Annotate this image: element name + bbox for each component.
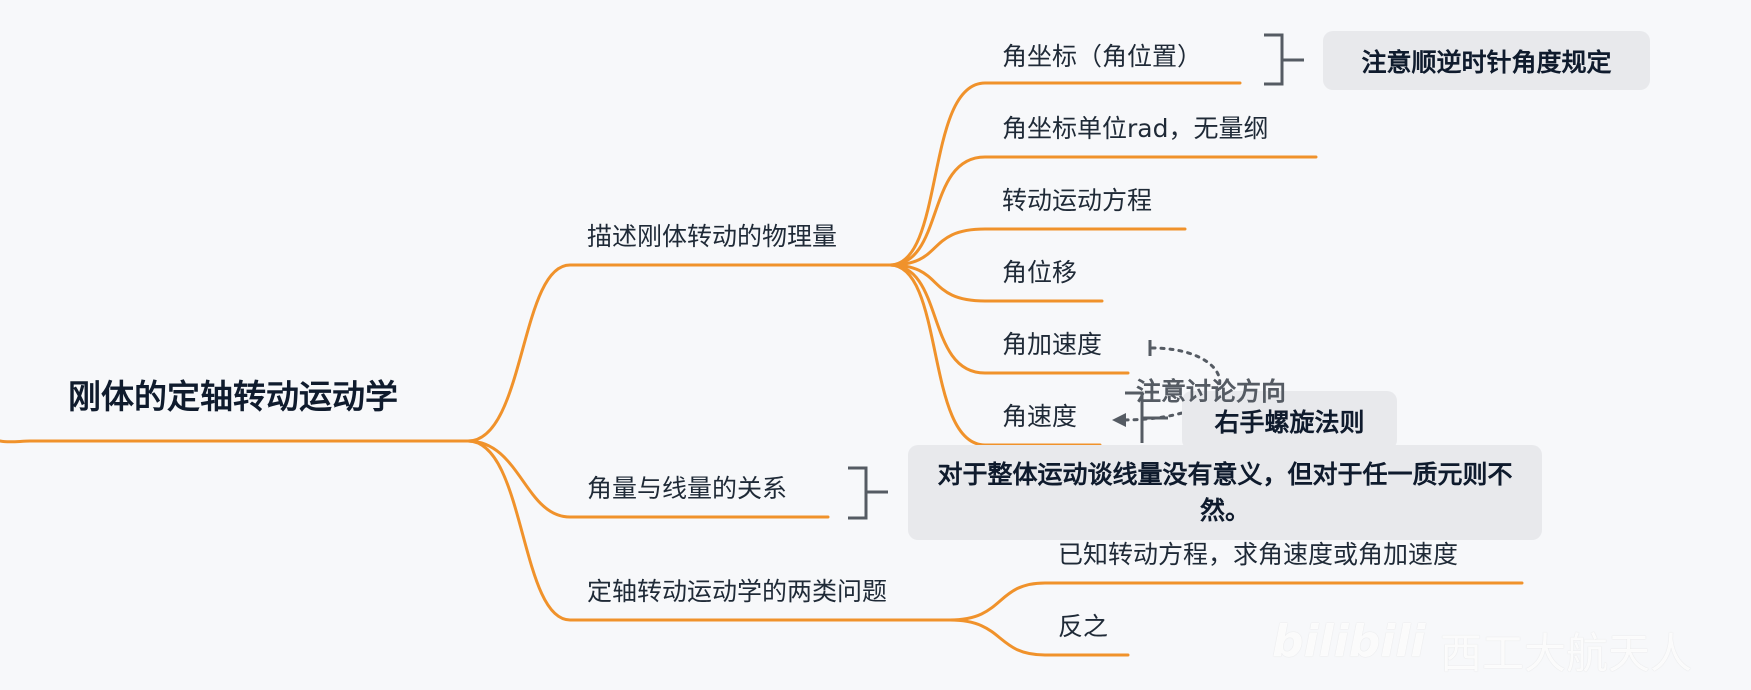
bracket-note-1 xyxy=(1264,33,1304,86)
relationship-arrow xyxy=(1118,346,1222,422)
link-b1-c4 xyxy=(888,263,1104,303)
relationship-label[interactable]: 注意讨论方向 xyxy=(1136,377,1287,406)
topic-angular-velocity[interactable]: 角速度 xyxy=(1002,402,1078,431)
topic-motion-equation[interactable]: 转动运动方程 xyxy=(1002,186,1153,215)
link-root-branch-2 xyxy=(466,439,830,519)
callout-linear-quantity-note[interactable]: 对于整体运动谈线量没有意义，但对于任一质元则不然。 xyxy=(908,445,1542,540)
relationship-arrowhead xyxy=(1112,413,1126,427)
link-b1-c3 xyxy=(888,227,1187,267)
branch-angle-linear-relation[interactable]: 角量与线量的关系 xyxy=(587,474,788,503)
bracket-note-2 xyxy=(848,466,888,520)
link-root-branch-3 xyxy=(466,439,952,622)
topic-angular-displacement[interactable]: 角位移 xyxy=(1002,258,1078,287)
watermark-text: 西工大航天人 xyxy=(1440,629,1693,678)
callout-direction-rule[interactable]: 注意顺逆时针角度规定 xyxy=(1323,31,1650,90)
topic-angular-unit[interactable]: 角坐标单位rad，无量纲 xyxy=(1002,114,1269,143)
link-b1-c2 xyxy=(888,155,1318,267)
topic-inverse[interactable]: 反之 xyxy=(1058,612,1109,641)
link-b1-c5 xyxy=(888,263,1130,375)
link-b1-c6 xyxy=(888,263,1102,447)
link-root-branch-1 xyxy=(466,263,892,443)
topic-angular-acceleration[interactable]: 角加速度 xyxy=(1002,330,1103,359)
callout-right-hand-rule[interactable]: 右手螺旋法则 xyxy=(1182,391,1397,450)
root-underline xyxy=(0,439,470,444)
bilibili-logo: bilibili xyxy=(1272,616,1426,667)
link-b3-c2 xyxy=(948,618,1130,657)
topic-angular-coordinate[interactable]: 角坐标（角位置） xyxy=(1002,42,1203,71)
branch-describe-quantities[interactable]: 描述刚体转动的物理量 xyxy=(587,222,838,251)
link-b1-c1 xyxy=(888,81,1242,267)
root-topic[interactable]: 刚体的定轴转动运动学 xyxy=(68,377,398,416)
topic-known-equation[interactable]: 已知转动方程，求角速度或角加速度 xyxy=(1058,540,1459,569)
link-b3-c1 xyxy=(948,581,1524,622)
branch-two-problem-types[interactable]: 定轴转动运动学的两类问题 xyxy=(587,577,888,606)
